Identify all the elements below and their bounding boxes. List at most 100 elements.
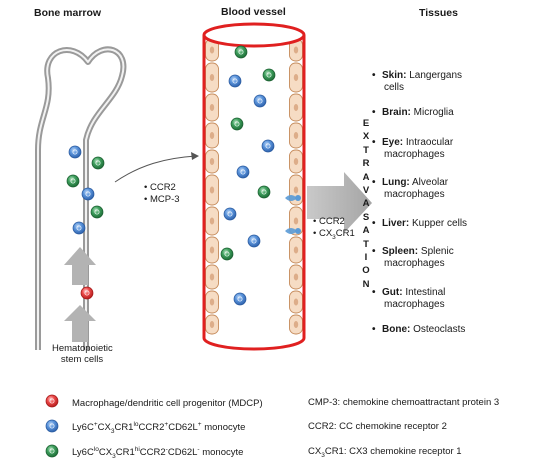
extravasation-letter: E: [362, 118, 370, 129]
endothelial-nucleus: [209, 104, 215, 111]
endothelial-nucleus: [209, 273, 215, 281]
cell-nucleus: [95, 160, 101, 166]
tissue-cell-type-cont: macrophages: [384, 258, 445, 269]
extravasation-letter: O: [362, 265, 370, 277]
endothelial-nucleus: [293, 104, 299, 111]
cell-body: [68, 145, 82, 159]
vessel-green-monocyte: [234, 45, 248, 59]
endothelial-nucleus: [209, 46, 215, 54]
abbr-cx3cr1: CX3CR1: CX3 chemokine receptor 1: [308, 446, 462, 459]
extravasation-letter: A: [362, 225, 370, 237]
cell-nucleus: [227, 211, 233, 217]
endothelial-nucleus: [293, 298, 299, 306]
cell-body: [45, 419, 59, 433]
cell-body: [91, 156, 105, 170]
cell-nucleus: [85, 191, 91, 197]
vessel-lumen: [204, 35, 304, 338]
cell-nucleus: [84, 290, 90, 296]
receptor-blob: [285, 195, 297, 201]
cell-body: [66, 174, 80, 188]
cell-body: [247, 234, 261, 248]
cell-nucleus: [238, 49, 244, 55]
extravasation-letter: V: [362, 185, 370, 196]
vessel-wall-right: [289, 38, 303, 335]
extravasation-letter: I: [364, 252, 368, 263]
vessel-blue-monocyte: [247, 234, 261, 248]
cell-body: [262, 68, 276, 82]
differentiation-arrow-upper: [64, 247, 96, 285]
vessel-label-cx3cr1: • CX3CR1: [313, 228, 355, 241]
vessel-blue-monocyte: [253, 94, 267, 108]
cell-body: [220, 247, 234, 261]
receptor-head: [295, 195, 301, 201]
bullet: •: [372, 287, 376, 298]
marrow-label-mcp3: • MCP-3: [144, 194, 180, 205]
cell-nucleus: [70, 178, 76, 184]
cell-body: [45, 394, 59, 408]
bone-green-monocyte: [66, 174, 80, 188]
header-tissues: Tissues: [419, 7, 458, 19]
receptor-blob: [285, 228, 297, 234]
abbr-cmp3: CMP-3: chemokine chemoattractant protein…: [308, 397, 500, 408]
tissue-organ: Brain:: [382, 107, 411, 118]
blood-vessel: [202, 22, 306, 351]
endothelial-nucleus: [293, 246, 299, 254]
cell-nucleus: [94, 209, 100, 215]
cell-nucleus: [49, 423, 55, 429]
extravasation-letter: T: [363, 144, 369, 156]
bone-blue-monocyte: [68, 145, 82, 159]
cell-body: [234, 45, 248, 59]
cell-nucleus: [261, 189, 267, 195]
vessel-green-monocyte: [230, 117, 244, 131]
extravasation-letter: A: [362, 198, 370, 210]
bone-green-monocyte: [91, 156, 105, 170]
cell-nucleus: [251, 238, 257, 244]
tissue-organ: Eye:: [382, 137, 404, 148]
cell-body: [230, 117, 244, 131]
differentiation-arrow-lower: [64, 305, 96, 342]
bullet: •: [372, 177, 376, 188]
cell-nucleus: [224, 251, 230, 257]
cell-body: [45, 444, 59, 458]
legend-ly6c-lo: Ly6CloCX3CR1hiCCR2-CD62L- monocyte: [72, 445, 244, 460]
cell-body: [257, 185, 271, 199]
egress-arrow: [114, 155, 197, 183]
stem-cell-label-line2: stem cells: [60, 354, 104, 365]
tissue-cell-type: Osteoclasts: [410, 324, 466, 335]
endothelial-nucleus: [293, 217, 299, 225]
extravasation-letter: N: [362, 278, 370, 290]
endothelial-nucleus: [209, 132, 215, 139]
vessel-blue-monocyte: [233, 292, 247, 306]
legend-mdcp: Macrophage/dendritic cell progenitor (MD…: [72, 398, 263, 409]
extravasation-arrow: [307, 172, 372, 233]
tissue-organ: Gut:: [382, 287, 403, 298]
cell-body: [228, 74, 242, 88]
vessel-blue-monocyte: [261, 139, 275, 153]
cell-nucleus: [265, 143, 271, 149]
cell-nucleus: [237, 296, 243, 302]
endothelial-nucleus: [293, 321, 299, 328]
cell-nucleus: [232, 78, 238, 84]
tissue-cell-type-cont: macrophages: [384, 299, 445, 310]
cell-body: [81, 187, 95, 201]
bullet: •: [372, 70, 376, 81]
header-bone-marrow: Bone marrow: [34, 7, 102, 19]
marrow-label-ccr2: • CCR2: [144, 182, 176, 193]
endothelial-nucleus: [209, 321, 215, 328]
vessel-blue-monocyte: [236, 165, 250, 179]
abbr-ccr2: CCR2: CC chemokine receptor 2: [308, 421, 447, 432]
endothelial-nucleus: [293, 273, 299, 281]
bone-blue-monocyte: [81, 187, 95, 201]
cell-body: [80, 286, 94, 300]
cell-body: [261, 139, 275, 153]
cell-nucleus: [76, 225, 82, 231]
endothelial-nucleus: [293, 132, 299, 139]
bullet: •: [372, 137, 376, 148]
tissue-cell-type-cont: cells: [384, 82, 405, 93]
